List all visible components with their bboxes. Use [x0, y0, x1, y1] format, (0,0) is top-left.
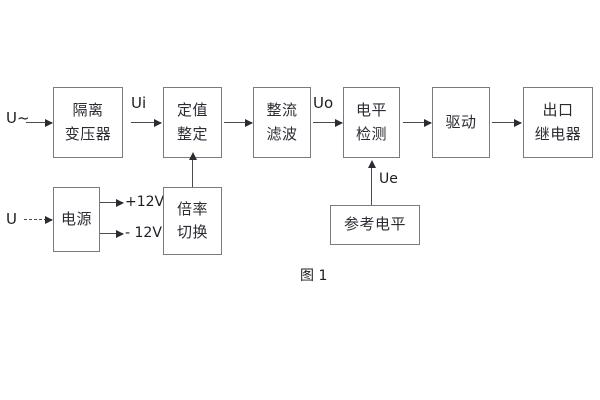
block-isolation-transformer: 隔离 变压器	[53, 87, 123, 158]
arrow-drive-to-output-relay	[492, 118, 522, 127]
block-multiplier-switch-line-1: 倍率	[176, 199, 208, 218]
block-level-detection: 电平 检测	[343, 87, 400, 158]
arrow-level-detection-to-drive	[403, 118, 432, 127]
block-power-supply: 电源	[53, 187, 100, 252]
arrow-rectify-filter-to-level-detection	[313, 118, 343, 127]
arrow-reference-level-to-level-detection	[367, 160, 376, 205]
rail-label-positive-12v: +12V	[125, 194, 165, 210]
arrow-setting-value-to-rectify-filter	[224, 118, 253, 127]
rail-label-negative-12v: - 12V	[125, 225, 162, 241]
arrow-isolation-transformer-to-setting-value	[131, 118, 162, 127]
input-label-dc: U	[6, 210, 17, 228]
block-output-relay-line-2: 继电器	[534, 124, 582, 143]
block-rectify-filter-line-2: 滤波	[266, 124, 298, 143]
block-reference-level-line-1: 参考电平	[343, 215, 406, 234]
block-setting-value-line-2: 整定	[176, 124, 208, 143]
block-setting-value-line-1: 定值	[176, 101, 208, 120]
block-isolation-transformer-line-1: 隔离	[72, 101, 104, 120]
block-rectify-filter: 整流 滤波	[253, 87, 311, 158]
block-multiplier-switch: 倍率 切换	[163, 187, 222, 255]
block-output-relay: 出口 继电器	[523, 87, 593, 158]
arrow-ac-input-to-isolation-transformer	[26, 118, 53, 127]
block-isolation-transformer-line-2: 变压器	[64, 124, 112, 143]
block-reference-level: 参考电平	[330, 205, 420, 245]
arrow-power-supply-rail-negative	[100, 229, 124, 238]
arrow-multiplier-switch-to-setting-value	[188, 152, 197, 187]
signal-label-ui: Ui	[131, 94, 147, 112]
arrow-power-supply-rail-positive	[100, 198, 124, 207]
block-output-relay-line-1: 出口	[542, 101, 574, 120]
block-drive: 驱动	[432, 87, 490, 158]
signal-label-uo: Uo	[313, 94, 334, 112]
block-power-supply-line-1: 电源	[60, 209, 92, 228]
block-multiplier-switch-line-2: 切换	[176, 223, 208, 241]
block-rectify-filter-line-1: 整流	[266, 101, 298, 120]
figure-caption: 图 1	[300, 268, 328, 284]
block-setting-value: 定值 整定	[163, 87, 222, 158]
block-level-detection-line-2: 检测	[355, 124, 387, 143]
input-label-ac: U~	[6, 109, 30, 127]
block-drive-line-1: 驱动	[445, 112, 477, 131]
block-level-detection-line-1: 电平	[355, 101, 387, 120]
signal-label-ue: Ue	[379, 171, 398, 187]
arrow-dc-input-to-power-supply	[24, 215, 53, 224]
